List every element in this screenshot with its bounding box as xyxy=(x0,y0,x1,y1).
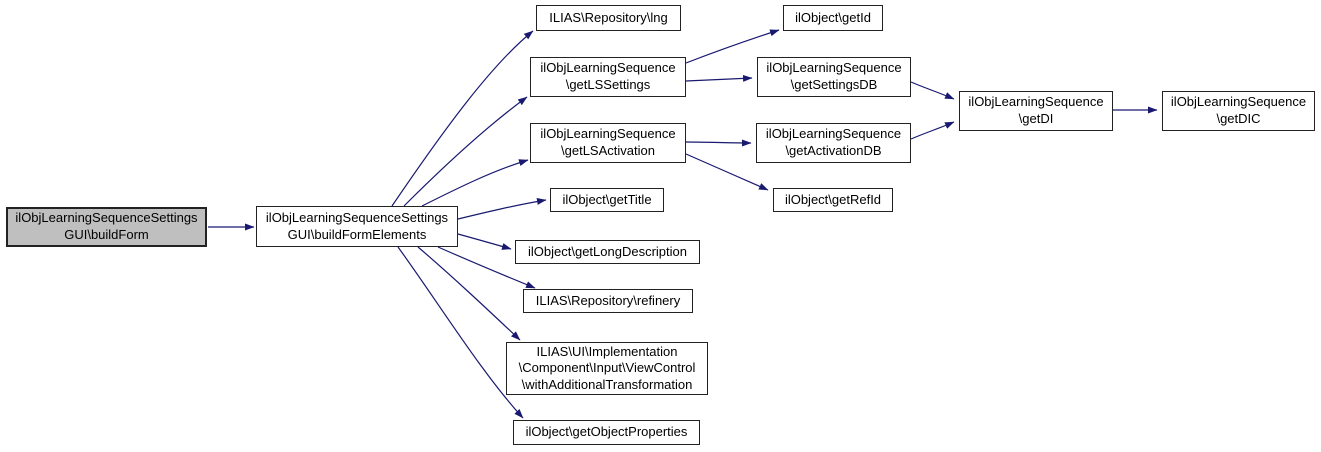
edge-buildformelements-getobjectproperties xyxy=(397,246,524,419)
node-gettitle[interactable]: ilObject\getTitle xyxy=(550,188,664,212)
edge-buildformelements-getlssettings xyxy=(403,96,528,207)
edge-getsettingsdb-getdi xyxy=(910,81,955,100)
node-getactivationdb[interactable]: ilObjLearningSequence \getActivationDB xyxy=(756,123,911,163)
node-withadditionaltransformation[interactable]: ILIAS\UI\Implementation \Component\Input… xyxy=(506,342,708,395)
node-refinery[interactable]: ILIAS\Repository\refinery xyxy=(523,289,693,313)
node-getid[interactable]: ilObject\getId xyxy=(783,5,883,31)
node-lng[interactable]: ILIAS\Repository\lng xyxy=(536,5,681,31)
node-getlongdescription[interactable]: ilObject\getLongDescription xyxy=(515,240,700,264)
node-getrefid[interactable]: ilObject\getRefId xyxy=(773,188,893,212)
node-getlsactivation[interactable]: ilObjLearningSequence \getLSActivation xyxy=(530,123,686,163)
node-buildformelements[interactable]: ilObjLearningSequenceSettings GUI\buildF… xyxy=(256,206,458,247)
edge-getactivationdb-getdi xyxy=(910,121,955,140)
edge-buildformelements-lng xyxy=(391,30,534,207)
edge-buildformelements-withadditionaltransformation xyxy=(417,246,521,341)
edge-buildformelements-getlongdescription xyxy=(457,233,512,250)
node-getsettingsdb[interactable]: ilObjLearningSequence \getSettingsDB xyxy=(757,57,911,97)
edge-buildformelements-getlsactivation xyxy=(421,159,529,207)
node-getlssettings[interactable]: ilObjLearningSequence \getLSSettings xyxy=(530,57,686,97)
edge-buildformelements-gettitle xyxy=(457,198,547,220)
node-getobjectproperties[interactable]: ilObject\getObjectProperties xyxy=(513,420,700,445)
edge-getlsactivation-getactivationdb xyxy=(685,139,752,147)
node-buildform: ilObjLearningSequenceSettings GUI\buildF… xyxy=(6,207,207,247)
node-getdi[interactable]: ilObjLearningSequence \getDI xyxy=(959,91,1113,131)
node-getdic[interactable]: ilObjLearningSequence \getDIC xyxy=(1162,91,1315,131)
edge-getlssettings-getsettingsdb xyxy=(685,74,753,82)
